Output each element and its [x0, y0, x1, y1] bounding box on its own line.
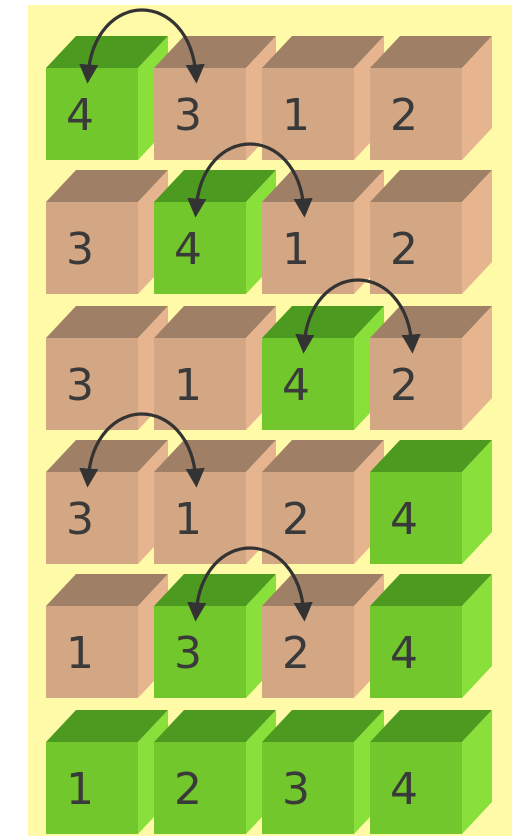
box-3-3: 4: [262, 306, 384, 430]
box-4-2: 1: [154, 440, 276, 564]
box-number: 1: [282, 224, 310, 275]
box-5-2: 3: [154, 574, 276, 698]
box-5-3: 2: [262, 574, 384, 698]
box-number: 1: [66, 628, 94, 679]
box-2-2: 4: [154, 170, 276, 294]
box-number: 2: [390, 360, 418, 411]
box-6-4: 4: [370, 710, 492, 834]
box-4-3: 2: [262, 440, 384, 564]
row-5: 1 3 2 4: [46, 574, 492, 698]
box-5-1: 1: [46, 574, 168, 698]
box-number: 3: [282, 764, 310, 815]
box-6-1: 1: [46, 710, 168, 834]
box-number: 3: [174, 628, 202, 679]
box-3-4: 2: [370, 306, 492, 430]
box-number: 1: [174, 360, 202, 411]
row-2: 3 4 1 2: [46, 170, 492, 294]
box-number: 1: [174, 494, 202, 545]
box-number: 3: [66, 360, 94, 411]
box-1-3: 1: [262, 36, 384, 160]
box-number: 2: [282, 494, 310, 545]
box-number: 1: [282, 90, 310, 141]
box-number: 4: [390, 764, 418, 815]
box-6-2: 2: [154, 710, 276, 834]
box-4-4: 4: [370, 440, 492, 564]
row-3: 3 1 4 2: [46, 306, 492, 430]
box-2-4: 2: [370, 170, 492, 294]
box-3-2: 1: [154, 306, 276, 430]
box-number: 3: [66, 224, 94, 275]
box-number: 2: [390, 224, 418, 275]
box-number: 2: [390, 90, 418, 141]
row-6: 1 2 3 4: [46, 710, 492, 834]
box-2-3: 1: [262, 170, 384, 294]
box-1-2: 3: [154, 36, 276, 160]
box-2-1: 3: [46, 170, 168, 294]
box-number: 4: [66, 90, 94, 141]
row-4: 3 1 2 4: [46, 440, 492, 564]
box-number: 2: [174, 764, 202, 815]
box-1-4: 2: [370, 36, 492, 160]
box-6-3: 3: [262, 710, 384, 834]
box-number: 4: [390, 628, 418, 679]
box-number: 4: [282, 360, 310, 411]
row-1: 4 3 1 2: [46, 36, 492, 160]
box-3-1: 3: [46, 306, 168, 430]
box-number: 3: [174, 90, 202, 141]
box-5-4: 4: [370, 574, 492, 698]
box-number: 3: [66, 494, 94, 545]
box-4-1: 3: [46, 440, 168, 564]
box-number: 4: [174, 224, 202, 275]
box-number: 2: [282, 628, 310, 679]
box-number: 4: [390, 494, 418, 545]
box-1-1: 4: [46, 36, 168, 160]
box-number: 1: [66, 764, 94, 815]
